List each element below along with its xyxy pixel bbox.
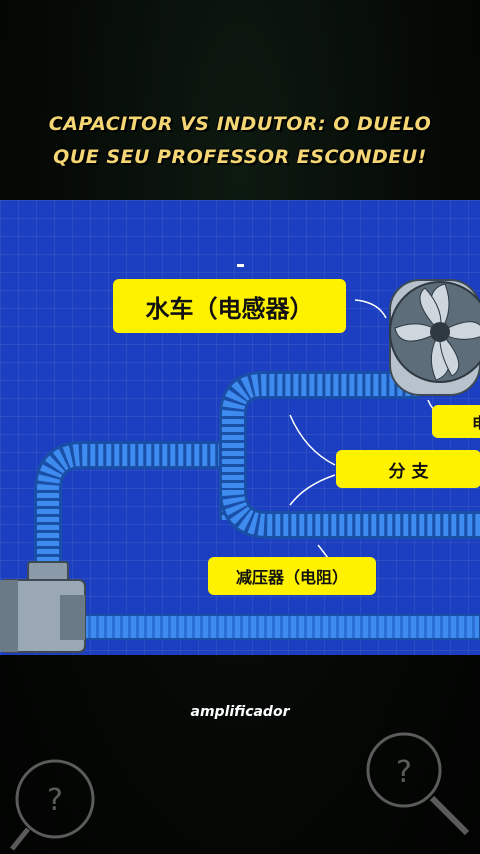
marker <box>237 264 244 267</box>
svg-text:?: ? <box>47 783 63 818</box>
pointer-line <box>289 474 336 506</box>
title-line-2: QUE SEU PROFESSOR ESCONDEU! <box>53 146 427 168</box>
label-water-wheel: 水车（电感器） <box>113 279 346 333</box>
question-magnifier-icon: ? <box>366 732 470 836</box>
label-reducer: 减压器（电阻） <box>208 557 376 595</box>
left-pipe-outline <box>34 441 230 570</box>
bottom-pipe <box>79 614 480 640</box>
pump-icon <box>0 561 86 653</box>
label-branch: 分 支 <box>336 450 480 488</box>
lower-branch <box>222 489 480 536</box>
upper-branch <box>222 374 420 520</box>
label-edge: 电 <box>432 405 480 438</box>
pointer-line <box>354 299 387 319</box>
label-branch-text: 分 支 <box>388 461 429 482</box>
question-magnifier-icon: ? <box>10 759 95 851</box>
water-circuit-diagram: 水车（电感器） 电 分 支 减压器（电阻） <box>0 200 480 655</box>
label-edge-text: 电 <box>472 410 480 434</box>
svg-text:?: ? <box>396 755 412 790</box>
label-reducer-text: 减压器（电阻） <box>235 568 348 587</box>
title-line-1: CAPACITOR VS INDUTOR: O DUELO <box>48 113 432 135</box>
pointer-line <box>289 414 336 466</box>
watermark: amplificador <box>190 704 290 720</box>
title: CAPACITOR VS INDUTOR: O DUELO QUE SEU PR… <box>0 108 480 174</box>
left-pipe <box>37 444 230 570</box>
pipe-network <box>0 264 480 653</box>
water-wheel-icon <box>389 279 480 396</box>
label-water-wheel-text: 水车（电感器） <box>145 294 314 323</box>
